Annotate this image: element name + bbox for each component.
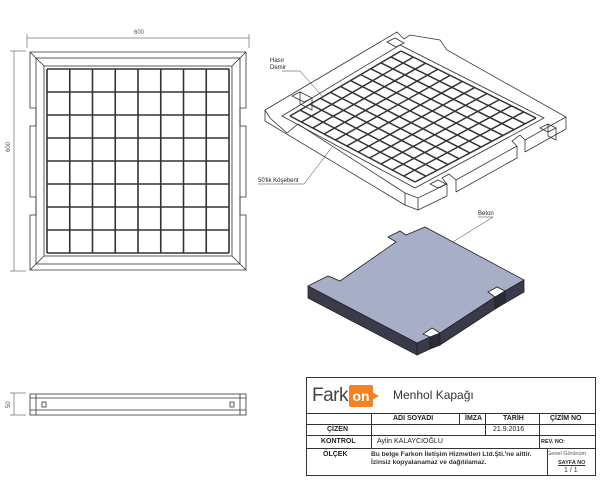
callout-concrete: Beton bbox=[478, 211, 494, 217]
logo-text: Fark bbox=[312, 385, 349, 406]
concrete-plate bbox=[307, 226, 525, 356]
rev-label: REV. NO: bbox=[541, 439, 565, 445]
dimension-width-label: 600 bbox=[134, 30, 145, 36]
logo-badge: on bbox=[349, 385, 379, 407]
callout-mesh-line2: Demir bbox=[270, 65, 286, 71]
notice-line-1: Bu belge Farkon İletişim Hizmetleri Ltd.… bbox=[371, 451, 532, 458]
farkon-logo: Fark on bbox=[308, 379, 388, 413]
title-block: Fark on Menhol Kapağı ADI SOYADI İMZA TA… bbox=[306, 377, 596, 476]
callout-lines bbox=[258, 70, 494, 266]
drawn-date: 21.9.2016 bbox=[493, 426, 525, 433]
row-drawn: ÇİZEN bbox=[327, 426, 348, 433]
drawing-title: Menhol Kapağı bbox=[393, 388, 474, 402]
sheet-label: SAYFA NO bbox=[558, 460, 586, 466]
header-name: ADI SOYADI bbox=[393, 415, 434, 422]
header-date: TARİH bbox=[503, 415, 524, 422]
top-view bbox=[10, 34, 250, 272]
isometric-frame bbox=[264, 31, 567, 211]
general-view-label: Genel Görünüm bbox=[547, 451, 587, 457]
dimension-height-label: 600 bbox=[6, 141, 12, 152]
checked-name: Aylin KALAYCIOĞLU bbox=[377, 438, 443, 445]
callout-mesh-line1: Hasır bbox=[270, 58, 284, 64]
side-view bbox=[10, 392, 247, 416]
copyright-notice: Bu belge Farkon İletişim Hizmetleri Ltd.… bbox=[371, 451, 547, 467]
row-checked: KONTROL bbox=[321, 438, 356, 445]
dimension-thickness-label: 50 bbox=[6, 401, 12, 408]
sheet-number: 1 / 1 bbox=[564, 467, 578, 474]
notice-line-2: İzinsiz kopyalanamaz ve dağıtılamaz. bbox=[371, 459, 487, 466]
header-drawing-no: ÇİZİM NO bbox=[550, 415, 582, 422]
callout-angle-iron: 50'lik Köşebent bbox=[258, 178, 299, 184]
header-sign: İMZA bbox=[465, 415, 483, 422]
row-scale: ÖLÇEK bbox=[323, 451, 348, 458]
